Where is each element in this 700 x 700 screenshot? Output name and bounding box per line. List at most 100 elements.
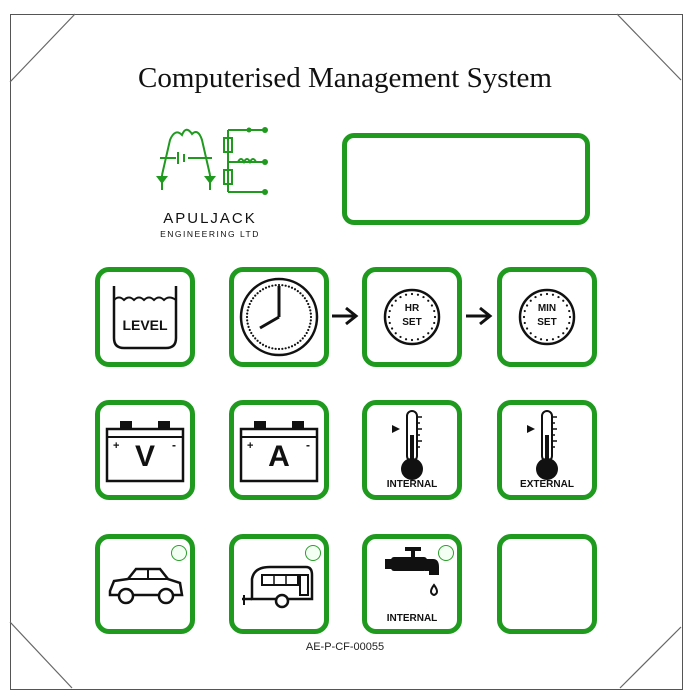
tick-dot bbox=[256, 292, 259, 295]
tick-dot bbox=[565, 304, 569, 307]
car-button[interactable] bbox=[95, 534, 195, 634]
tick-dot bbox=[287, 346, 290, 349]
tick-dot bbox=[250, 299, 253, 303]
tick-dot bbox=[252, 334, 255, 337]
tick-dot bbox=[309, 319, 312, 322]
level-button[interactable]: LEVEL bbox=[95, 267, 195, 367]
tick-dot bbox=[430, 304, 434, 307]
tick-dot bbox=[309, 322, 312, 325]
tick-dot bbox=[261, 288, 265, 291]
tick-dot bbox=[268, 346, 271, 349]
clock-button[interactable] bbox=[229, 267, 329, 367]
tick-dot bbox=[422, 335, 425, 339]
hour-set-button[interactable]: HR SET bbox=[362, 267, 462, 367]
tick-dot bbox=[309, 312, 312, 315]
caravan-icon bbox=[242, 565, 314, 609]
caravan-button[interactable] bbox=[229, 534, 329, 634]
hour-set-label-top: HR bbox=[404, 303, 420, 314]
tick-dot bbox=[287, 285, 290, 288]
current-label: A bbox=[268, 440, 290, 473]
clock-icon bbox=[239, 277, 319, 357]
tick-dot bbox=[427, 332, 430, 335]
tick-dot bbox=[523, 309, 526, 313]
tick-dot bbox=[296, 341, 299, 344]
arrow-right-icon bbox=[332, 306, 359, 326]
logo-subtitle: ENGINEERING LTD bbox=[160, 229, 260, 239]
voltage-label: V bbox=[134, 440, 155, 473]
tick-dot bbox=[305, 299, 308, 303]
tick-dot bbox=[557, 335, 560, 339]
tick-dot bbox=[290, 286, 294, 289]
tick-dot bbox=[390, 327, 394, 330]
tick-dot bbox=[534, 335, 537, 339]
tick-dot bbox=[387, 315, 391, 319]
tick-dot bbox=[568, 309, 571, 313]
tick-dot bbox=[290, 345, 294, 348]
tick-dot bbox=[277, 283, 281, 287]
tick-dot bbox=[416, 293, 420, 296]
tick-dot bbox=[299, 339, 302, 342]
tick-dot bbox=[525, 327, 529, 330]
tick-dot bbox=[259, 341, 262, 344]
tick-dot bbox=[307, 328, 310, 332]
tick-dot bbox=[529, 299, 532, 302]
tick-dot bbox=[281, 347, 284, 350]
tick-dot bbox=[293, 343, 297, 346]
svg-text:+: + bbox=[113, 440, 119, 452]
blank-button[interactable] bbox=[497, 534, 597, 634]
tick-dot bbox=[394, 299, 397, 302]
tick-dot bbox=[305, 331, 308, 335]
tick-dot bbox=[261, 343, 265, 346]
tick-dot bbox=[296, 290, 299, 293]
tick-dot bbox=[522, 315, 526, 319]
tick-dot bbox=[246, 312, 249, 315]
internal-temperature-label: INTERNAL bbox=[386, 479, 438, 490]
tick-dot bbox=[271, 284, 274, 287]
tick-dot bbox=[246, 322, 249, 325]
tick-dot bbox=[245, 315, 249, 319]
car-icon bbox=[108, 567, 184, 605]
tick-dot bbox=[399, 335, 402, 339]
dial-icon bbox=[518, 288, 576, 346]
tick-dot bbox=[303, 297, 306, 300]
minute-set-label-bottom: SET bbox=[537, 317, 557, 328]
tick-dot bbox=[254, 337, 257, 340]
tick-dot bbox=[264, 286, 268, 289]
tick-dot bbox=[410, 338, 414, 342]
level-label: LEVEL bbox=[122, 317, 168, 333]
current-button[interactable]: + - A bbox=[229, 400, 329, 500]
internal-water-button[interactable]: INTERNAL bbox=[362, 534, 462, 634]
tick-dot bbox=[410, 292, 414, 296]
tick-dot bbox=[277, 347, 281, 351]
tick-dot bbox=[247, 306, 250, 309]
tick-dot bbox=[390, 304, 394, 307]
tick-dot bbox=[309, 309, 312, 312]
tick-dot bbox=[525, 304, 529, 307]
tick-dot bbox=[274, 347, 277, 350]
tick-dot bbox=[433, 321, 436, 325]
tick-dot bbox=[562, 332, 565, 335]
tick-dot bbox=[565, 327, 569, 330]
external-temperature-button[interactable]: EXTERNAL bbox=[497, 400, 597, 500]
car-status-led bbox=[171, 545, 187, 561]
tick-dot bbox=[427, 299, 430, 302]
tick-dot bbox=[416, 338, 420, 341]
tick-dot bbox=[301, 337, 304, 340]
minute-set-button[interactable]: MIN SET bbox=[497, 267, 597, 367]
tick-dot bbox=[562, 299, 565, 302]
tick-dot bbox=[568, 315, 572, 319]
internal-temperature-button[interactable]: INTERNAL bbox=[362, 400, 462, 500]
tick-dot bbox=[303, 334, 306, 337]
tap-icon bbox=[385, 547, 439, 597]
tick-dot bbox=[301, 294, 304, 297]
tick-dot bbox=[545, 338, 549, 342]
tick-dot bbox=[308, 306, 311, 309]
internal-water-status-led bbox=[438, 545, 454, 561]
tick-dot bbox=[404, 338, 408, 341]
tick-dot bbox=[264, 345, 268, 348]
tick-dot bbox=[307, 302, 310, 306]
tick-dot bbox=[256, 339, 259, 342]
voltage-button[interactable]: + - V bbox=[95, 400, 195, 500]
lcd-display bbox=[342, 133, 590, 225]
tick-dot bbox=[254, 294, 257, 297]
